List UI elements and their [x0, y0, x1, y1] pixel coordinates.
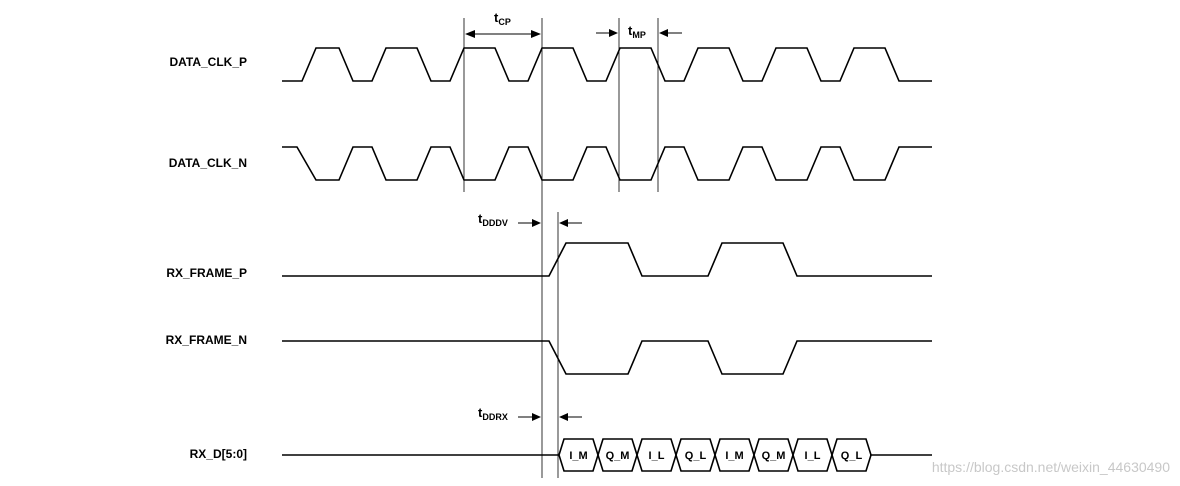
rx-d-data-cells: I_M Q_M I_L Q_L I_M Q_M I_L Q_L: [558, 438, 872, 472]
signal-label-rx-frame-p: RX_FRAME_P: [166, 266, 247, 280]
tddrx-right-arrow-head: [559, 413, 568, 421]
rx-frame-p-waveform: [282, 242, 932, 277]
signal-label-rx-frame-n: RX_FRAME_N: [166, 333, 247, 347]
tddrx-left-arrow-head: [532, 413, 541, 421]
rx-d-cell-label: Q_M: [606, 450, 630, 462]
tcp-arrow-left-head: [465, 30, 475, 38]
watermark-text: https://blog.csdn.net/weixin_44630490: [932, 459, 1170, 475]
data-clk-n-waveform: [282, 146, 932, 181]
tcp-label: tCP: [494, 10, 511, 27]
tmp-left-arrow-head: [609, 29, 618, 37]
tdddv-right-arrow-head: [559, 219, 568, 227]
signal-label-data-clk-p: DATA_CLK_P: [169, 55, 247, 69]
rx-frame-n-waveform: [282, 340, 932, 375]
signal-label-data-clk-n: DATA_CLK_N: [169, 156, 247, 170]
data-clk-p-waveform: [282, 47, 932, 82]
tddrx-label: tDDRX: [478, 405, 508, 422]
tcp-arrow-right-head: [531, 30, 541, 38]
rx-d-cell-label: Q_L: [685, 450, 707, 462]
rx-d-cell-label: I_M: [569, 450, 587, 462]
tdddv-label: tDDDV: [478, 211, 508, 228]
rx-d-cell: [831, 438, 872, 472]
rx-d-cell-label: Q_M: [762, 450, 786, 462]
signal-label-rx-d: RX_D[5:0]: [190, 447, 247, 461]
tmp-label: tMP: [628, 23, 646, 40]
rx-d-cell-label: Q_L: [841, 450, 863, 462]
tmp-right-arrow-head: [659, 29, 668, 37]
rx-d-cell-label: I_L: [649, 450, 665, 462]
tdddv-left-arrow-head: [532, 219, 541, 227]
rx-d-cell-label: I_L: [805, 450, 821, 462]
rx-d-cell-label: I_M: [725, 450, 743, 462]
